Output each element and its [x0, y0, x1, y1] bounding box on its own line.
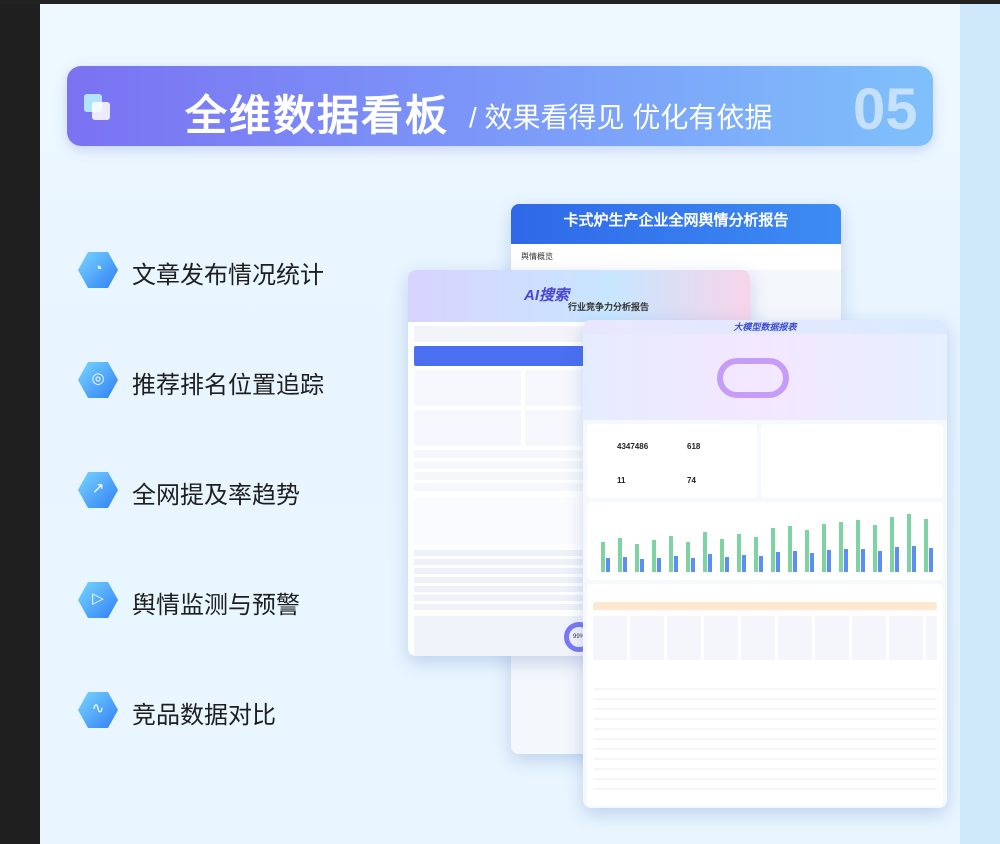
bar-mark — [805, 530, 809, 572]
feature-item: ↗ 全网提及率趋势 — [76, 468, 376, 512]
bar-mark — [929, 548, 933, 572]
bar-mark — [873, 525, 877, 572]
bar-mark — [822, 524, 826, 572]
bar-mark — [861, 549, 865, 572]
top-edge — [0, 0, 1000, 4]
bar-mark — [759, 556, 763, 572]
squares-logo-icon — [84, 94, 112, 122]
bar-mark — [788, 526, 792, 572]
poster-canvas: 全维数据看板 / 效果看得见 优化有依据 05 ◔ 文章发布情况统计 ◎ 推荐排… — [40, 4, 960, 844]
bar-mark — [810, 553, 814, 572]
bar-mark — [771, 528, 775, 572]
bar-mark — [725, 557, 729, 572]
right-margin — [960, 4, 1000, 844]
bar-mark — [601, 542, 605, 572]
banner-subtitle: / 效果看得见 优化有依据 — [469, 102, 773, 133]
section-banner: 全维数据看板 / 效果看得见 优化有依据 05 — [67, 66, 933, 146]
article-rows — [593, 680, 937, 792]
line-wave-icon: ∿ — [76, 688, 120, 732]
platform-tags — [593, 616, 937, 660]
bar-mark — [912, 546, 916, 572]
bar-mark — [686, 542, 690, 572]
keyword-map-panel — [761, 424, 943, 498]
bar-mark — [652, 540, 656, 572]
feature-item: ◎ 推荐排名位置追踪 — [76, 358, 376, 402]
bar-mark — [640, 559, 644, 572]
bar-mark — [657, 558, 661, 572]
feature-label: 文章发布情况统计 — [132, 262, 324, 289]
banner-title: 全维数据看板 — [185, 92, 450, 139]
bar-mark — [890, 517, 894, 572]
report-back-toolbar: 舆情概览 — [511, 244, 841, 271]
model-flow-diagram — [583, 334, 947, 420]
bar-mark — [856, 520, 860, 572]
bar-mark — [635, 544, 639, 572]
bar-mark — [674, 556, 678, 572]
article-list-panel — [587, 584, 943, 806]
bar-mark — [618, 538, 622, 572]
feature-item: ∿ 竞品数据对比 — [76, 688, 376, 732]
feature-label: 推荐排名位置追踪 — [132, 372, 324, 399]
bar-mark — [606, 558, 610, 572]
kpi-panel: 4347486 618 11 74 — [587, 424, 757, 498]
report-left-hero: AI搜索 行业竞争力分析报告 — [408, 270, 750, 322]
feature-item: ▷ 舆情监测与预警 — [76, 578, 376, 622]
bar-mark — [742, 555, 746, 572]
bar-mark — [793, 551, 797, 572]
warning-strip — [593, 602, 937, 610]
bar-mark — [827, 550, 831, 572]
target-icon: ◎ — [76, 358, 120, 402]
report-screenshot-front: 大模型数据报表 4347486 618 11 74 — [583, 320, 947, 808]
feature-label: 舆情监测与预警 — [132, 592, 300, 619]
report-left-subtitle: 行业竞争力分析报告 — [568, 302, 650, 312]
feature-label: 全网提及率趋势 — [132, 482, 300, 509]
feature-item: ◔ 文章发布情况统计 — [76, 248, 376, 292]
feature-label: 竞品数据对比 — [132, 702, 276, 729]
report-front-title: 大模型数据报表 — [583, 320, 947, 334]
kpi-row: 4347486 618 11 74 — [587, 424, 943, 498]
trend-bar-chart — [587, 502, 943, 580]
bar-mark — [703, 532, 707, 572]
section-number: 05 — [853, 77, 918, 142]
bar-mark — [878, 551, 882, 572]
bar-mark — [924, 519, 928, 572]
bar-mark — [691, 558, 695, 572]
bar-mark — [754, 537, 758, 572]
play-icon: ▷ — [76, 578, 120, 622]
pie-chart-icon: ◔ — [76, 248, 120, 292]
bar-mark — [720, 539, 724, 572]
bar-mark — [623, 557, 627, 572]
bar-mark — [708, 554, 712, 572]
bar-mark — [895, 547, 899, 572]
trend-up-icon: ↗ — [76, 468, 120, 512]
bar-mark — [776, 552, 780, 572]
infinity-graphic — [717, 358, 789, 398]
bar-mark — [907, 514, 911, 572]
radar-chart — [414, 498, 576, 544]
bar-mark — [844, 549, 848, 572]
bar-mark — [839, 522, 843, 572]
bar-mark — [737, 534, 741, 572]
ai-search-label: AI搜索 — [524, 287, 570, 304]
report-back-title: 卡式炉生产企业全网舆情分析报告 — [511, 204, 841, 244]
bar-mark — [669, 536, 673, 572]
